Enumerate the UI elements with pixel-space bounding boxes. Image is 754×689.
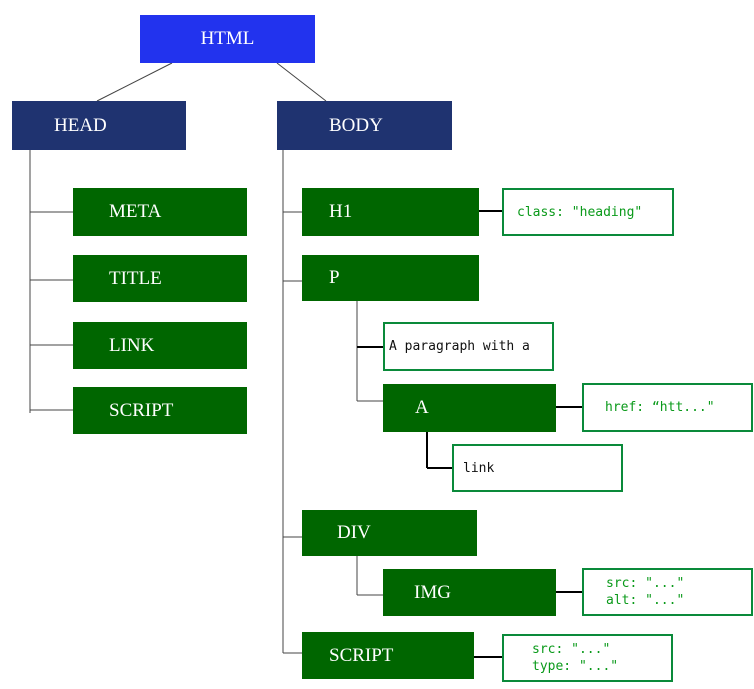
text-node-link-text: link bbox=[463, 460, 495, 476]
attribute-img-src-text: src: "..." bbox=[606, 576, 685, 591]
node-h1-label: H1 bbox=[329, 201, 353, 222]
node-img: IMG bbox=[383, 569, 556, 616]
attribute-a-href: href: “htt..." bbox=[582, 383, 753, 432]
node-script-body: SCRIPT bbox=[302, 632, 474, 679]
node-script-body-label: SCRIPT bbox=[329, 644, 394, 666]
attribute-img-alt-text: alt: "..." bbox=[606, 593, 685, 608]
node-head: HEAD bbox=[12, 101, 186, 150]
attribute-a-href-text: href: “htt..." bbox=[605, 400, 715, 415]
node-a: A bbox=[383, 384, 556, 432]
attribute-script: src: "..." type: "..." bbox=[502, 634, 673, 682]
node-script-head: SCRIPT bbox=[73, 387, 247, 434]
node-a-label: A bbox=[415, 397, 429, 418]
node-script-head-label: SCRIPT bbox=[109, 399, 174, 421]
node-title-label: TITLE bbox=[109, 267, 162, 289]
node-img-label: IMG bbox=[414, 581, 451, 603]
node-title: TITLE bbox=[73, 255, 247, 302]
node-p: P bbox=[302, 255, 479, 301]
attribute-img: src: "..." alt: "..." bbox=[582, 568, 753, 616]
node-link-label: LINK bbox=[109, 334, 155, 356]
node-div-label: DIV bbox=[337, 522, 371, 543]
text-node-paragraph: A paragraph with a bbox=[383, 322, 554, 371]
attribute-h1-class-text: class: "heading" bbox=[517, 204, 643, 220]
attribute-script-type-text: type: "..." bbox=[532, 659, 619, 674]
node-body-label: BODY bbox=[329, 114, 383, 136]
node-body: BODY bbox=[277, 101, 452, 150]
node-head-label: HEAD bbox=[54, 114, 107, 136]
node-html: HTML bbox=[140, 15, 315, 63]
node-meta-label: META bbox=[109, 201, 162, 222]
node-link: LINK bbox=[73, 322, 247, 369]
node-h1: H1 bbox=[302, 188, 479, 236]
text-node-link: link bbox=[452, 444, 623, 492]
attribute-script-src-text: src: "..." bbox=[532, 642, 611, 657]
node-p-label: P bbox=[329, 267, 340, 288]
node-meta: META bbox=[73, 188, 247, 236]
text-node-paragraph-text: A paragraph with a bbox=[389, 339, 530, 354]
attribute-h1-class: class: "heading" bbox=[502, 188, 674, 236]
node-div: DIV bbox=[302, 510, 477, 556]
node-html-label: HTML bbox=[200, 28, 255, 49]
